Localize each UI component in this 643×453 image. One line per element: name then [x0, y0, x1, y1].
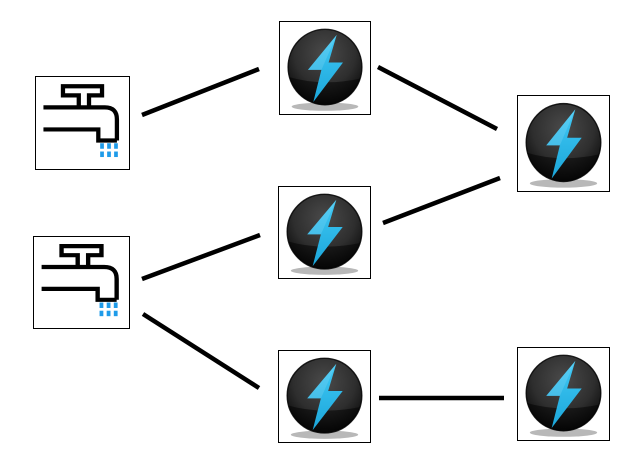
lightning-bolt — [307, 199, 343, 267]
lightning-icon — [525, 354, 602, 437]
node-bolt-2[interactable] — [278, 186, 371, 279]
lightning-icon — [287, 28, 363, 111]
node-bolt-5[interactable] — [517, 347, 610, 441]
node-faucet-1[interactable] — [35, 76, 130, 170]
faucet-handle — [59, 244, 104, 266]
node-bolt-4[interactable] — [517, 95, 610, 192]
node-faucet-2[interactable] — [33, 236, 130, 329]
faucet-pipe-top — [41, 264, 119, 300]
node-bolt-3[interactable] — [278, 350, 371, 443]
faucet-handle — [60, 84, 105, 106]
circle-shadow — [290, 266, 359, 275]
lightning-icon — [286, 357, 363, 439]
lightning-icon — [286, 193, 363, 275]
faucet-pipe-bottom — [43, 127, 117, 143]
faucet-icon — [43, 84, 120, 158]
node-bolt-1[interactable] — [279, 21, 371, 115]
lightning-bolt — [307, 363, 343, 431]
circle-shadow — [291, 102, 359, 111]
circle-shadow — [529, 179, 598, 188]
circle-shadow — [529, 428, 598, 437]
circle-shadow — [290, 430, 359, 439]
water-drops — [100, 143, 118, 158]
lightning-icon — [525, 102, 602, 188]
lightning-bolt — [546, 109, 582, 179]
arrow-bolt-2-to-bolt-4 — [382, 175, 501, 226]
lightning-bolt — [307, 34, 343, 103]
faucet-pipe-top — [43, 105, 120, 141]
arrow-faucet-2-to-bolt-2 — [141, 232, 261, 282]
lightning-bolt — [546, 360, 582, 429]
arrow-faucet-2-to-bolt-3 — [141, 312, 261, 390]
arrow-faucet-1-to-bolt-1 — [141, 66, 260, 118]
arrow-bolt-1-to-bolt-4 — [376, 65, 499, 131]
water-drops — [99, 302, 118, 317]
faucet-icon — [41, 244, 119, 317]
faucet-pipe-bottom — [41, 286, 117, 302]
